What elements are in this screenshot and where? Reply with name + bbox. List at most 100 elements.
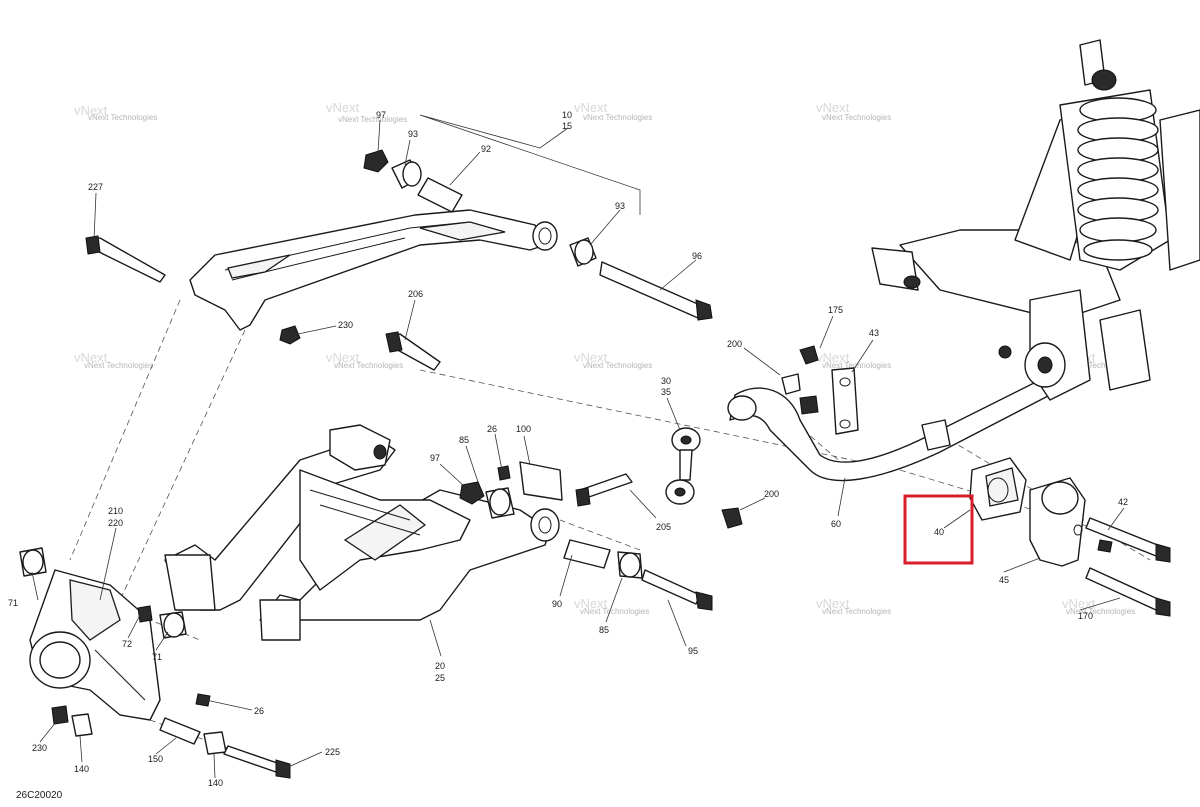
bolt — [89, 237, 166, 283]
highlight-box — [903, 494, 974, 565]
bolt — [223, 745, 281, 773]
callout-71: 71 — [8, 598, 18, 608]
callout-96: 96 — [692, 251, 702, 261]
watermark: vNext Technologies — [338, 115, 407, 124]
sway-bar-bushing — [969, 457, 1027, 521]
sleeve — [417, 177, 463, 213]
callout-35: 35 — [661, 387, 671, 397]
sleeve — [159, 717, 201, 745]
callout-45: 45 — [999, 575, 1009, 585]
bolt — [1085, 517, 1161, 557]
callout-85: 85 — [459, 435, 469, 445]
callout-200: 200 — [764, 489, 779, 499]
callout-200: 200 — [727, 339, 742, 349]
callout-97: 97 — [376, 110, 386, 120]
watermark: vNext Technologies — [1066, 361, 1135, 370]
callout-10: 10 — [562, 110, 572, 120]
bushing — [203, 731, 227, 755]
sway-bar-link — [665, 427, 743, 529]
callout-92: 92 — [481, 144, 491, 154]
watermark: vNext Technologies — [334, 361, 403, 370]
watermark: vNext — [574, 596, 608, 611]
bolt — [641, 569, 701, 605]
callout-26: 26 — [254, 706, 264, 716]
washer — [71, 713, 93, 737]
watermark: vNext — [326, 350, 360, 365]
callout-100: 100 — [516, 424, 531, 434]
callout-72: 72 — [122, 639, 132, 649]
callout-25: 25 — [435, 673, 445, 683]
callout-20: 20 — [435, 661, 445, 671]
watermark: vNext Technologies — [822, 607, 891, 616]
callout-205: 205 — [656, 522, 671, 532]
shock-absorber-assembly — [871, 39, 1200, 401]
nut — [721, 507, 743, 529]
watermark: vNext — [74, 103, 108, 118]
watermark: vNext Technologies — [84, 361, 153, 370]
callout-26: 26 — [487, 424, 497, 434]
callout-labels: 97 93 92 10 15 93 96 227 230 206 175 43 … — [8, 110, 1128, 788]
watermark: vNext — [326, 100, 360, 115]
nut — [363, 149, 389, 173]
callout-230: 230 — [32, 743, 47, 753]
watermarks: vNext vNext Technologies vNext vNext Tec… — [74, 100, 1135, 616]
callout-60: 60 — [831, 519, 841, 529]
lower-a-arm — [164, 424, 560, 641]
leader-lines — [31, 114, 1125, 779]
callout-42: 42 — [1118, 497, 1128, 507]
nut — [799, 395, 819, 415]
watermark: vNext — [1062, 596, 1096, 611]
callout-93: 93 — [615, 201, 625, 211]
callout-225: 225 — [325, 747, 340, 757]
callout-85: 85 — [599, 625, 609, 635]
watermark: vNext Technologies — [822, 113, 891, 122]
callout-93: 93 — [408, 129, 418, 139]
callout-90: 90 — [552, 599, 562, 609]
callout-220: 220 — [108, 518, 123, 528]
callout-140: 140 — [208, 778, 223, 788]
watermark: vNext — [816, 350, 850, 365]
watermark: vNext — [74, 350, 108, 365]
bolt — [1085, 567, 1161, 611]
watermark: vNext — [574, 100, 608, 115]
callout-140: 140 — [74, 764, 89, 774]
nut — [279, 325, 301, 345]
washer — [781, 373, 801, 395]
bracket — [519, 461, 563, 501]
watermark: vNext — [816, 100, 850, 115]
nut — [51, 705, 69, 725]
watermark: vNext — [574, 350, 608, 365]
sleeve — [563, 539, 611, 569]
callout-97: 97 — [430, 453, 440, 463]
callout-71: 71 — [152, 652, 162, 662]
callout-15: 15 — [562, 121, 572, 131]
callout-95: 95 — [688, 646, 698, 656]
upper-a-arm — [189, 209, 558, 331]
bolt — [599, 261, 707, 319]
lower-arm-hardware — [459, 461, 713, 611]
callout-230: 230 — [338, 320, 353, 330]
callout-150: 150 — [148, 754, 163, 764]
callout-206: 206 — [408, 289, 423, 299]
sleeve — [137, 605, 153, 623]
sway-bar-bracket — [781, 345, 859, 435]
callout-43: 43 — [869, 328, 879, 338]
watermark: vNext Technologies — [1066, 607, 1135, 616]
watermark: vNext — [816, 596, 850, 611]
diagram-reference-code: 26C20020 — [16, 790, 63, 801]
coil-spring — [1077, 97, 1159, 261]
knuckle-assembly — [19, 547, 291, 779]
callout-210: 210 — [108, 506, 123, 516]
clip — [195, 693, 211, 707]
nut — [799, 345, 819, 365]
clip — [497, 465, 511, 481]
watermark: vNext Technologies — [583, 361, 652, 370]
callout-175: 175 — [828, 305, 843, 315]
upper-arm-hardware — [85, 149, 713, 371]
watermark: vNext Technologies — [583, 113, 652, 122]
watermark: vNext Technologies — [88, 113, 157, 122]
nut — [459, 481, 485, 505]
callout-40: 40 — [934, 527, 944, 537]
